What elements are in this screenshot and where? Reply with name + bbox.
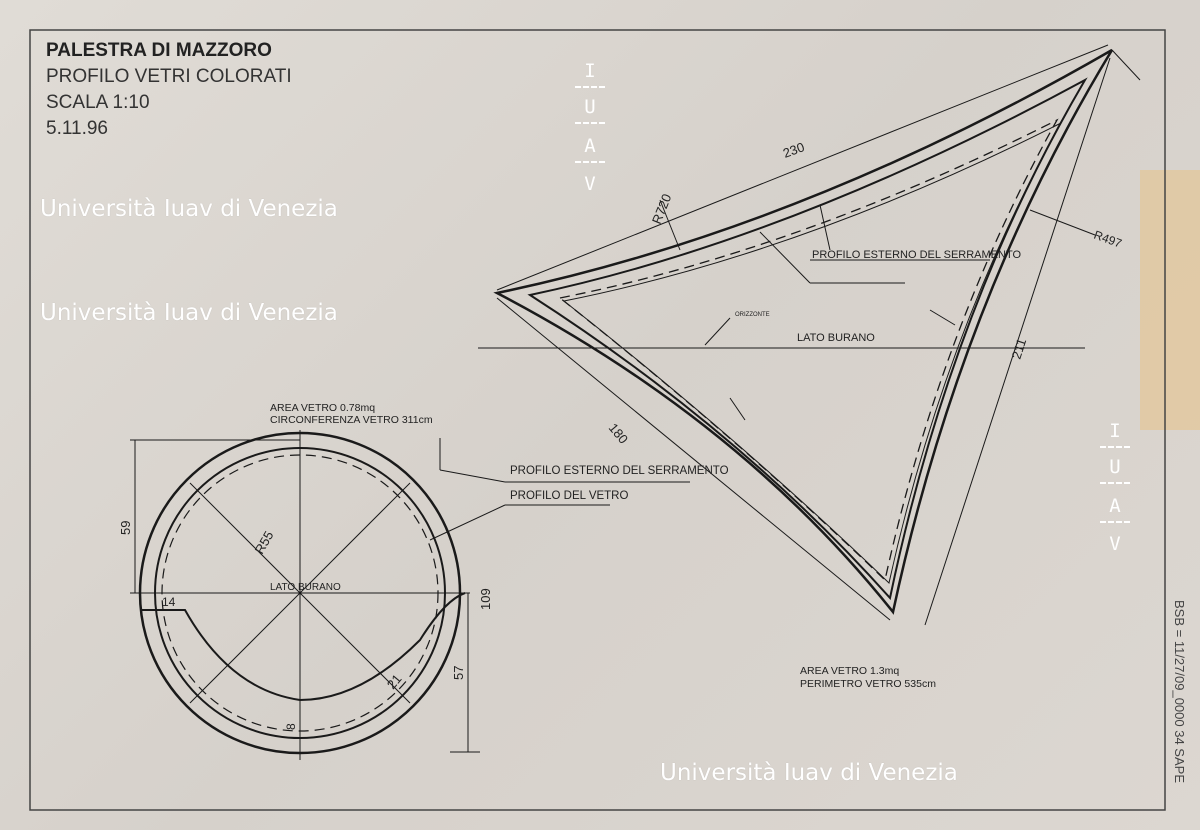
label-outer-frame-profile: PROFILO ESTERNO DEL SERRAMENTO (510, 465, 729, 477)
circle-labels: AREA VETRO 0.78mq CIRCONFERENZA VETRO 31… (118, 402, 729, 730)
watermark-letter: V (584, 173, 596, 195)
circle-glass-profile (130, 430, 690, 760)
watermark-dash (575, 122, 605, 124)
dim-109: 109 (478, 588, 493, 610)
title-block: PALESTRA DI MAZZORO PROFILO VETRI COLORA… (46, 38, 292, 142)
watermark-letter: V (1109, 533, 1121, 555)
watermark-dash (1100, 521, 1130, 523)
dim-180: 180 (606, 420, 631, 446)
label-lato-burano: LATO BURANO (797, 332, 875, 344)
watermark-dash (575, 161, 605, 163)
dim-59: 59 (118, 521, 133, 535)
drawing-date: 5.11.96 (46, 118, 108, 139)
watermark-text: Università Iuav di Venezia (660, 760, 958, 786)
label-glass-profile: PROFILO DEL VETRO (510, 490, 628, 502)
radius-r55: R55 (252, 528, 277, 556)
drawing-scale: SCALA 1:10 (46, 92, 150, 113)
triangle-glass-profile (478, 44, 1141, 626)
triangle-perimeter: PERIMETRO VETRO 535cm (800, 678, 936, 690)
watermark-dash (575, 86, 605, 88)
watermark-letter: A (1109, 495, 1121, 517)
watermark-text: Università Iuav di Venezia (40, 300, 338, 326)
watermark-dash (1100, 482, 1130, 484)
watermark-letter: U (1109, 456, 1121, 478)
radius-r497: R497 (1092, 228, 1124, 251)
archive-margin-note: BSB = 11/27/09_0000 34 SAPE (1172, 600, 1187, 783)
project-name: PALESTRA DI MAZZORO (46, 40, 272, 61)
circle-circumference: CIRCONFERENZA VETRO 311cm (270, 414, 433, 426)
circle-area: AREA VETRO 0.78mq (270, 402, 375, 414)
watermark-letter: I (1109, 420, 1121, 442)
label-outer-frame-profile: PROFILO ESTERNO DEL SERRAMENTO (812, 249, 1021, 261)
dim-230: 230 (781, 139, 807, 161)
watermark-letter: A (584, 135, 596, 157)
dim-211: 211 (1009, 337, 1030, 361)
drawing-subject: PROFILO VETRI COLORATI (46, 66, 292, 87)
watermark-letter: I (584, 60, 596, 82)
radius-r720: R720 (649, 192, 675, 226)
dim-8: 8 (284, 723, 298, 730)
label-lato-burano: LATO BURANO (270, 582, 341, 593)
watermark-text: Università Iuav di Venezia (40, 196, 338, 222)
dim-21: 21 (384, 671, 405, 692)
watermark-dash (1100, 446, 1130, 448)
label-horizon: ORIZZONTE (735, 312, 770, 318)
triangle-labels: 230 R720 R497 211 180 PROFILO ESTERNO DE… (606, 139, 1124, 690)
watermark-letter: U (584, 96, 596, 118)
triangle-area: AREA VETRO 1.3mq (800, 665, 899, 677)
dim-57: 57 (451, 666, 466, 680)
dim-14: 14 (162, 595, 176, 609)
drawing-frame (29, 29, 1166, 811)
tape-strip (1140, 170, 1200, 430)
